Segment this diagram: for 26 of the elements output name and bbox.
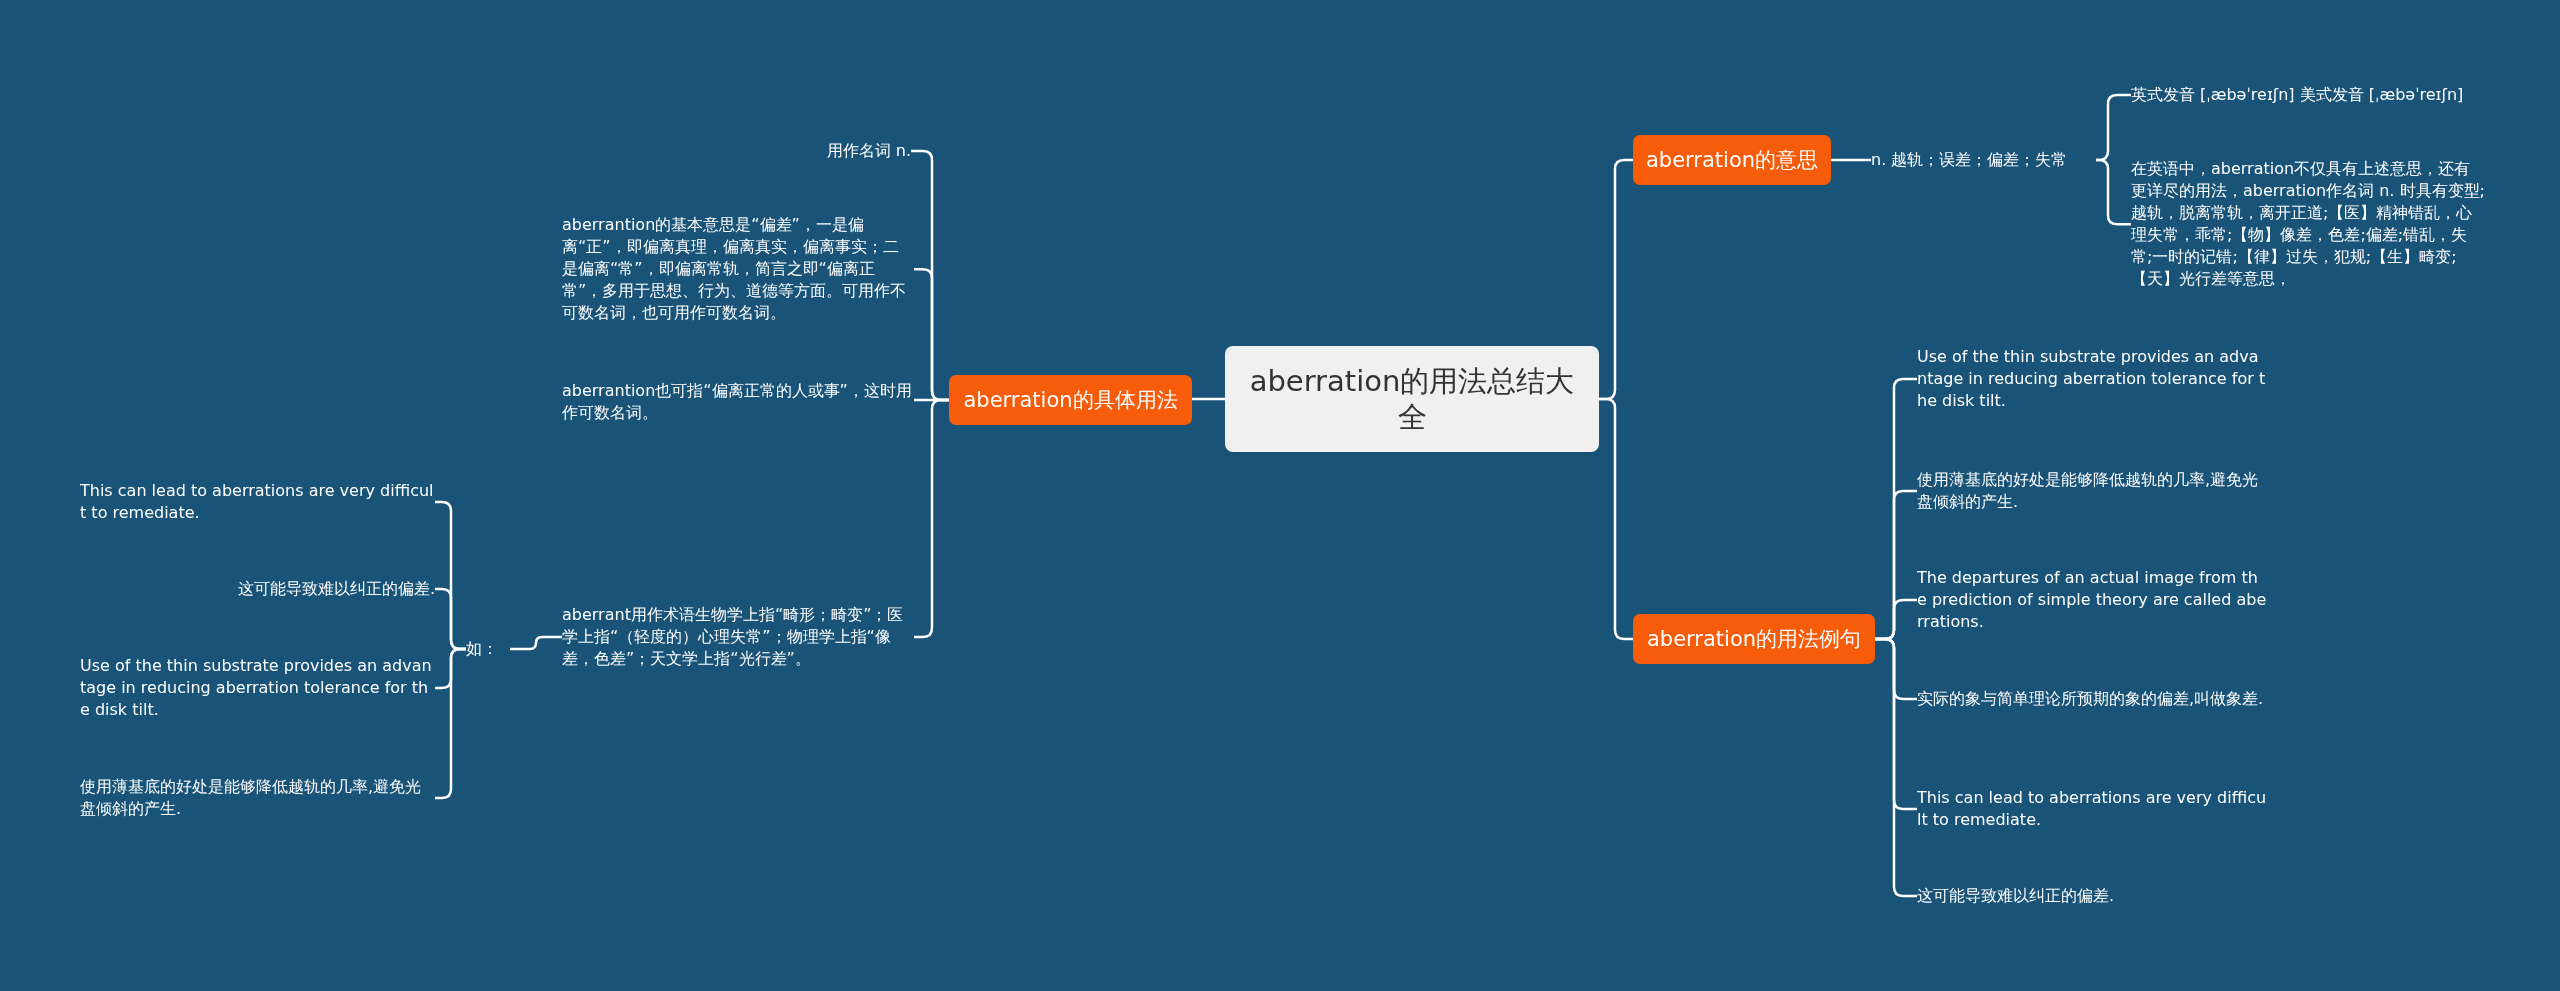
topic-box: aberration的用法例句 — [1633, 614, 1875, 664]
topic-box: aberration的意思 — [1633, 135, 1831, 185]
topic-text: 这可能导致难以纠正的偏差. — [1917, 885, 2267, 908]
topic-text: Use of the thin substrate provides an advantage in reducing aberration tolerance for the disk tilt. — [80, 655, 435, 722]
topic-text: This can lead to aberrations are very difficult to remediate. — [1917, 787, 2267, 832]
topic-text: aberrantion也可指“偏离正常的人或事”，这时用作可数名词。 — [562, 380, 914, 425]
topic-text: 使用薄基底的好处是能够降低越轨的几率,避免光盘倾斜的产生. — [1917, 469, 2267, 514]
topic-text: aberrant用作术语生物学上指“畸形；畸变”；医学上指“（轻度的）心理失常”；物理学上指“像差，色差”；天文学上指“光行差”。 — [562, 604, 914, 671]
topic-text: n. 越轨；误差；偏差；失常 — [1871, 149, 2096, 172]
connector-line — [510, 635, 562, 651]
topic-text: 这可能导致难以纠正的偏差. — [80, 578, 435, 601]
topic-text: 如： — [466, 638, 510, 661]
topic-text: 使用薄基底的好处是能够降低越轨的几率,避免光盘倾斜的产生. — [80, 776, 435, 821]
topic-box: aberration的具体用法 — [949, 375, 1192, 425]
topic-text: 用作名词 n. — [760, 140, 911, 163]
topic-text: Use of the thin substrate provides an advantage in reducing aberration tolerance for the disk tilt. — [1917, 346, 2267, 413]
topic-text: 实际的象与简单理论所预期的象的偏差,叫做象差. — [1917, 688, 2267, 711]
connector-line — [1192, 397, 1225, 401]
topic-text: The departures of an actual image from the prediction of simple theory are called aberrations. — [1917, 567, 2267, 634]
connector-line — [1599, 397, 1633, 641]
connector-line — [1831, 158, 1871, 162]
topic-text: aberrantion的基本意思是“偏差”，一是偏离“正”，即偏离真理，偏离真实，偏离事实；二是偏离“常”，即偏离常轨，简言之即“偏离正常”，多用于思想、行为、道德等方面。可用作不可数名词，也可用作可数名词。 — [562, 214, 914, 325]
topic-text: 英式发音 [ˌæbəˈreɪʃn] 美式发音 [ˌæbəˈreɪʃn] — [2131, 84, 2531, 107]
topic-text: This can lead to aberrations are very difficult to remediate. — [80, 480, 435, 525]
central-topic: aberration的用法总结大全 — [1225, 346, 1599, 452]
topic-text: 在英语中，aberration不仅具有上述意思，还有更详尽的用法，aberration作名词 n. 时具有变型;越轨，脱离常轨，离开正道;【医】精神错乱，心理失常，乖常;【物】像差，色差;偏差;错乱，失常;一时的记错;【律】过失，犯规;【生】畸变;【天】光行差等意思， — [2131, 158, 2486, 291]
